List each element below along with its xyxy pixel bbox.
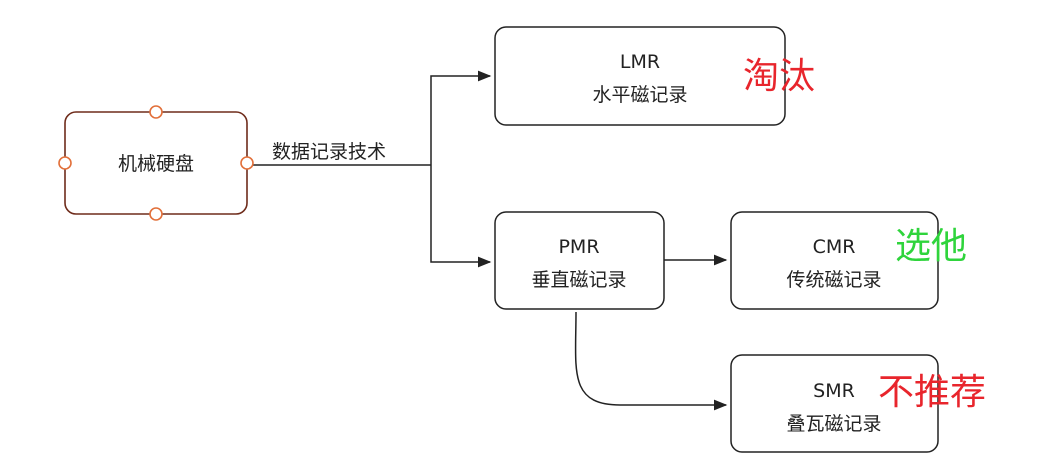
- node-lmr-label: 水平磁记录: [592, 84, 687, 106]
- note-cmr: 选他: [895, 226, 967, 267]
- node-cmr[interactable]: CMR 传统磁记录: [730, 211, 939, 310]
- edge-pmr-to-smr: [574, 311, 728, 411]
- node-smr-label: 叠瓦磁记录: [786, 413, 881, 435]
- node-cmr-abbr: CMR: [813, 236, 856, 258]
- node-lmr[interactable]: LMR 水平磁记录: [494, 26, 786, 126]
- node-cmr-box: [730, 211, 939, 310]
- edge-branch-to-lmr: [430, 70, 492, 165]
- node-smr-box: [730, 354, 939, 453]
- handle-top[interactable]: [149, 105, 163, 119]
- edge-label: 数据记录技术: [272, 141, 386, 163]
- node-pmr-box: [494, 211, 665, 310]
- node-pmr-abbr: PMR: [558, 236, 599, 258]
- node-hdd-label: 机械硬盘: [118, 153, 194, 175]
- handle-bottom[interactable]: [149, 207, 163, 221]
- handle-right[interactable]: [240, 156, 254, 170]
- node-hdd[interactable]: 机械硬盘: [58, 105, 254, 221]
- edges: [247, 70, 728, 411]
- node-smr[interactable]: SMR 叠瓦磁记录: [730, 354, 939, 453]
- edge-branch-to-pmr: [430, 165, 492, 268]
- note-smr: 不推荐: [878, 372, 986, 413]
- node-lmr-box: [494, 26, 786, 126]
- handle-left[interactable]: [58, 156, 72, 170]
- node-smr-abbr: SMR: [813, 380, 855, 402]
- note-lmr: 淘汰: [743, 56, 815, 97]
- node-pmr-label: 垂直磁记录: [531, 269, 626, 291]
- node-lmr-abbr: LMR: [620, 51, 660, 73]
- node-pmr[interactable]: PMR 垂直磁记录: [494, 211, 665, 310]
- node-cmr-label: 传统磁记录: [786, 269, 881, 291]
